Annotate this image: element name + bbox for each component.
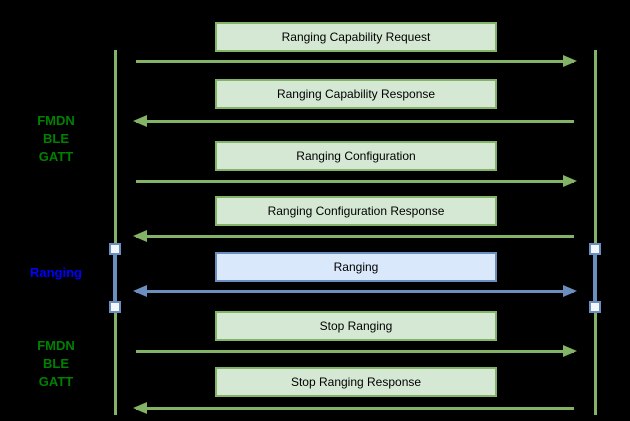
lifeline-right — [594, 50, 597, 415]
phase-label-line: GATT — [38, 374, 74, 389]
arrow-stop-ranging — [133, 345, 577, 358]
arrow-ranging-configuration — [133, 175, 577, 188]
arrow-line — [136, 350, 574, 353]
arrow-line — [136, 60, 574, 63]
arrowhead-right-icon — [563, 345, 577, 357]
phase-label-ranging: Ranging — [10, 264, 102, 282]
activation-endpoint-square — [109, 243, 121, 255]
arrow-ranging-capability-request — [133, 55, 577, 68]
activation-endpoint-square — [109, 301, 121, 313]
arrow-ranging-bidirectional — [133, 285, 577, 298]
message-box-stop-ranging: Stop Ranging — [215, 311, 497, 341]
message-box-ranging-capability-response: Ranging Capability Response — [215, 79, 497, 109]
arrow-line — [136, 120, 574, 123]
activation-endpoint-square — [589, 301, 601, 313]
phase-label-fmdn-ble-gatt-bottom: FMDN BLE GATT — [10, 337, 102, 391]
arrowhead-left-icon — [133, 230, 147, 242]
arrow-stop-ranging-response — [133, 402, 577, 415]
arrow-line — [136, 235, 574, 238]
arrowhead-left-icon — [133, 285, 147, 297]
phase-label-fmdn-ble-gatt-top: FMDN BLE GATT — [10, 112, 102, 166]
phase-label-line: GATT — [38, 149, 74, 164]
arrowhead-right-icon — [563, 285, 577, 297]
ranging-activation-bar-left — [113, 252, 117, 303]
lifeline-left — [114, 50, 117, 415]
arrowhead-right-icon — [563, 55, 577, 67]
message-box-ranging-configuration: Ranging Configuration — [215, 141, 497, 171]
phase-label-line: FMDN — [37, 338, 75, 353]
phase-label-line: Ranging — [30, 265, 82, 280]
message-box-ranging-configuration-response: Ranging Configuration Response — [215, 196, 497, 226]
phase-label-line: BLE — [43, 356, 69, 371]
message-box-ranging-capability-request: Ranging Capability Request — [215, 22, 497, 52]
arrowhead-left-icon — [133, 115, 147, 127]
arrow-line — [136, 407, 574, 410]
message-box-ranging: Ranging — [215, 252, 497, 282]
arrowhead-left-icon — [133, 402, 147, 414]
arrowhead-right-icon — [563, 175, 577, 187]
ranging-activation-bar-right — [593, 252, 597, 303]
arrow-line — [136, 290, 574, 293]
phase-label-line: FMDN — [37, 113, 75, 128]
activation-endpoint-square — [589, 243, 601, 255]
message-box-stop-ranging-response: Stop Ranging Response — [215, 367, 497, 397]
arrow-ranging-configuration-response — [133, 230, 577, 243]
phase-label-line: BLE — [43, 131, 69, 146]
arrow-line — [136, 180, 574, 183]
arrow-ranging-capability-response — [133, 115, 577, 128]
